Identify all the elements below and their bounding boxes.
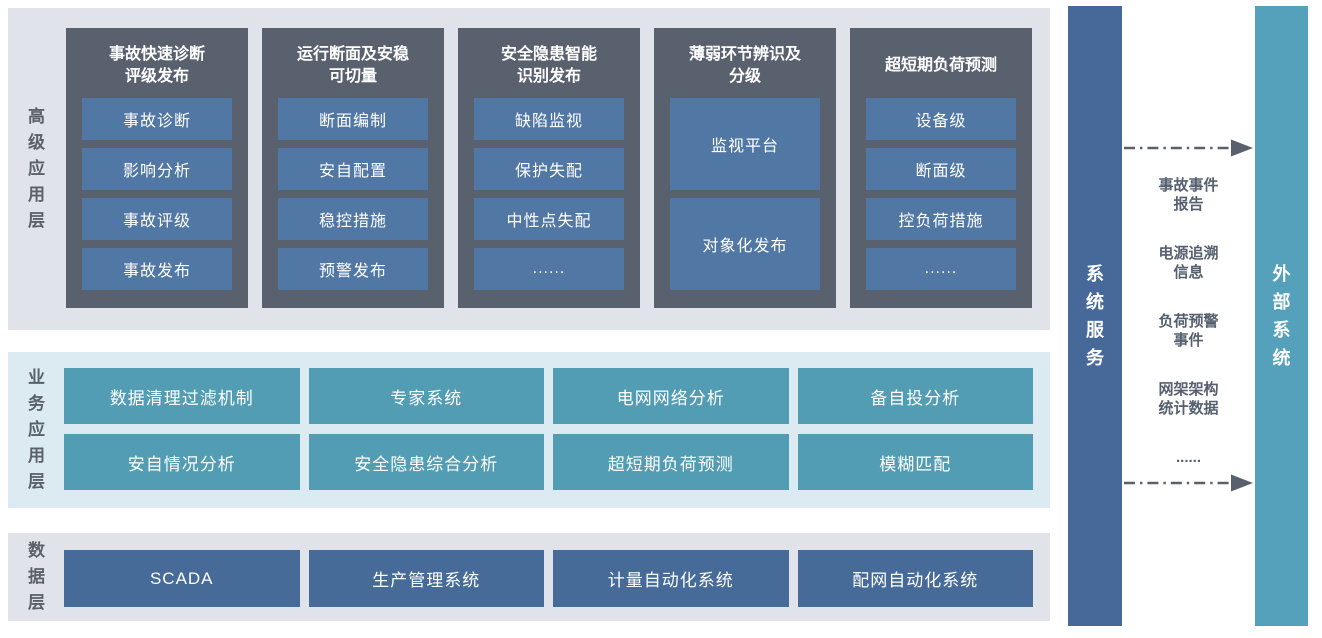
data-layer-label: 数 据 层 [28, 541, 45, 612]
panel-item-list: 缺陷监视保护失配中性点失配...... [458, 98, 640, 308]
panel-item: 影响分析 [82, 148, 232, 190]
exchange-item: ...... [1175, 449, 1201, 466]
exchange-item: 网架架构统计数据 [1158, 381, 1219, 417]
business-module: 模糊匹配 [797, 434, 1033, 490]
business-module: 专家系统 [308, 368, 544, 424]
app-panel: 安全隐患智能 识别发布缺陷监视保护失配中性点失配...... [458, 28, 640, 308]
panel-title: 超短期负荷预测 [884, 57, 997, 74]
panel-item: 监视平台 [670, 98, 820, 190]
panel-item: ...... [866, 248, 1016, 290]
data-source-system: SCADA [64, 550, 300, 607]
panel-item-list: 监视平台对象化发布 [654, 98, 836, 308]
panel-item: 稳控措施 [278, 198, 428, 240]
dashed-arrow-bottom-icon [1124, 474, 1253, 492]
panel-item: 事故发布 [82, 248, 232, 290]
advanced-application-layer: 高 级 应 用 层 事故快速诊断 评级发布事故诊断影响分析事故评级事故发布运行断… [8, 8, 1050, 330]
business-module: 超短期负荷预测 [553, 434, 789, 490]
panel-item: 中性点失配 [474, 198, 624, 240]
panel-item-list: 设备级断面级控负荷措施...... [850, 98, 1032, 308]
panel-item: ...... [474, 248, 624, 290]
panel-title: 事故快速诊断 评级发布 [108, 46, 205, 85]
panel-item: 设备级 [866, 98, 1016, 140]
app-panel: 超短期负荷预测设备级断面级控负荷措施...... [850, 28, 1032, 308]
advanced-panels: 事故快速诊断 评级发布事故诊断影响分析事故评级事故发布运行断面及安稳 可切量断面… [66, 28, 1032, 308]
app-panel: 运行断面及安稳 可切量断面编制安自配置稳控措施预警发布 [262, 28, 444, 308]
exchange-item-list: 事故事件报告电源追溯信息负荷预警事件网架架构统计数据...... [1122, 176, 1255, 467]
panel-item-list: 事故诊断影响分析事故评级事故发布 [66, 98, 248, 308]
exchange-item: 负荷预警事件 [1158, 313, 1219, 349]
panel-item: 控负荷措施 [866, 198, 1016, 240]
panel-item: 断面编制 [278, 98, 428, 140]
panel-item: 缺陷监视 [474, 98, 624, 140]
business-layer-label: 业 务 应 用 层 [28, 368, 45, 491]
business-grid: 数据清理过滤机制专家系统电网网络分析备自投分析安自情况分析安全隐患综合分析超短期… [64, 368, 1033, 490]
business-application-layer: 业 务 应 用 层 数据清理过滤机制专家系统电网网络分析备自投分析安自情况分析安… [8, 352, 1050, 508]
business-module: 电网网络分析 [553, 368, 789, 424]
exchange-item: 事故事件报告 [1158, 177, 1219, 213]
panel-item: 对象化发布 [670, 198, 820, 290]
data-source-system: 配网自动化系统 [797, 550, 1033, 607]
business-module: 备自投分析 [797, 368, 1033, 424]
panel-item: 事故评级 [82, 198, 232, 240]
external-system-bar: 外 部 系 统 [1255, 6, 1308, 626]
panel-title: 安全隐患智能 识别发布 [500, 46, 597, 85]
business-module: 数据清理过滤机制 [64, 368, 300, 424]
system-service-bar: 系 统 服 务 [1068, 6, 1122, 626]
panel-item: 事故诊断 [82, 98, 232, 140]
business-module: 安自情况分析 [64, 434, 300, 490]
panel-item: 保护失配 [474, 148, 624, 190]
exchange-item: 电源追溯信息 [1158, 245, 1219, 281]
advanced-layer-label: 高 级 应 用 层 [28, 107, 45, 230]
panel-item: 预警发布 [278, 248, 428, 290]
data-source-system: 生产管理系统 [308, 550, 544, 607]
app-panel: 薄弱环节辨识及 分级监视平台对象化发布 [654, 28, 836, 308]
panel-item-list: 断面编制安自配置稳控措施预警发布 [262, 98, 444, 308]
panel-title: 薄弱环节辨识及 分级 [688, 46, 801, 85]
app-panel: 事故快速诊断 评级发布事故诊断影响分析事故评级事故发布 [66, 28, 248, 308]
panel-item: 断面级 [866, 148, 1016, 190]
panel-title: 运行断面及安稳 可切量 [296, 46, 409, 85]
business-module: 安全隐患综合分析 [308, 434, 544, 490]
dashed-arrow-top-icon [1124, 139, 1253, 157]
data-source-system: 计量自动化系统 [553, 550, 789, 607]
panel-item: 安自配置 [278, 148, 428, 190]
